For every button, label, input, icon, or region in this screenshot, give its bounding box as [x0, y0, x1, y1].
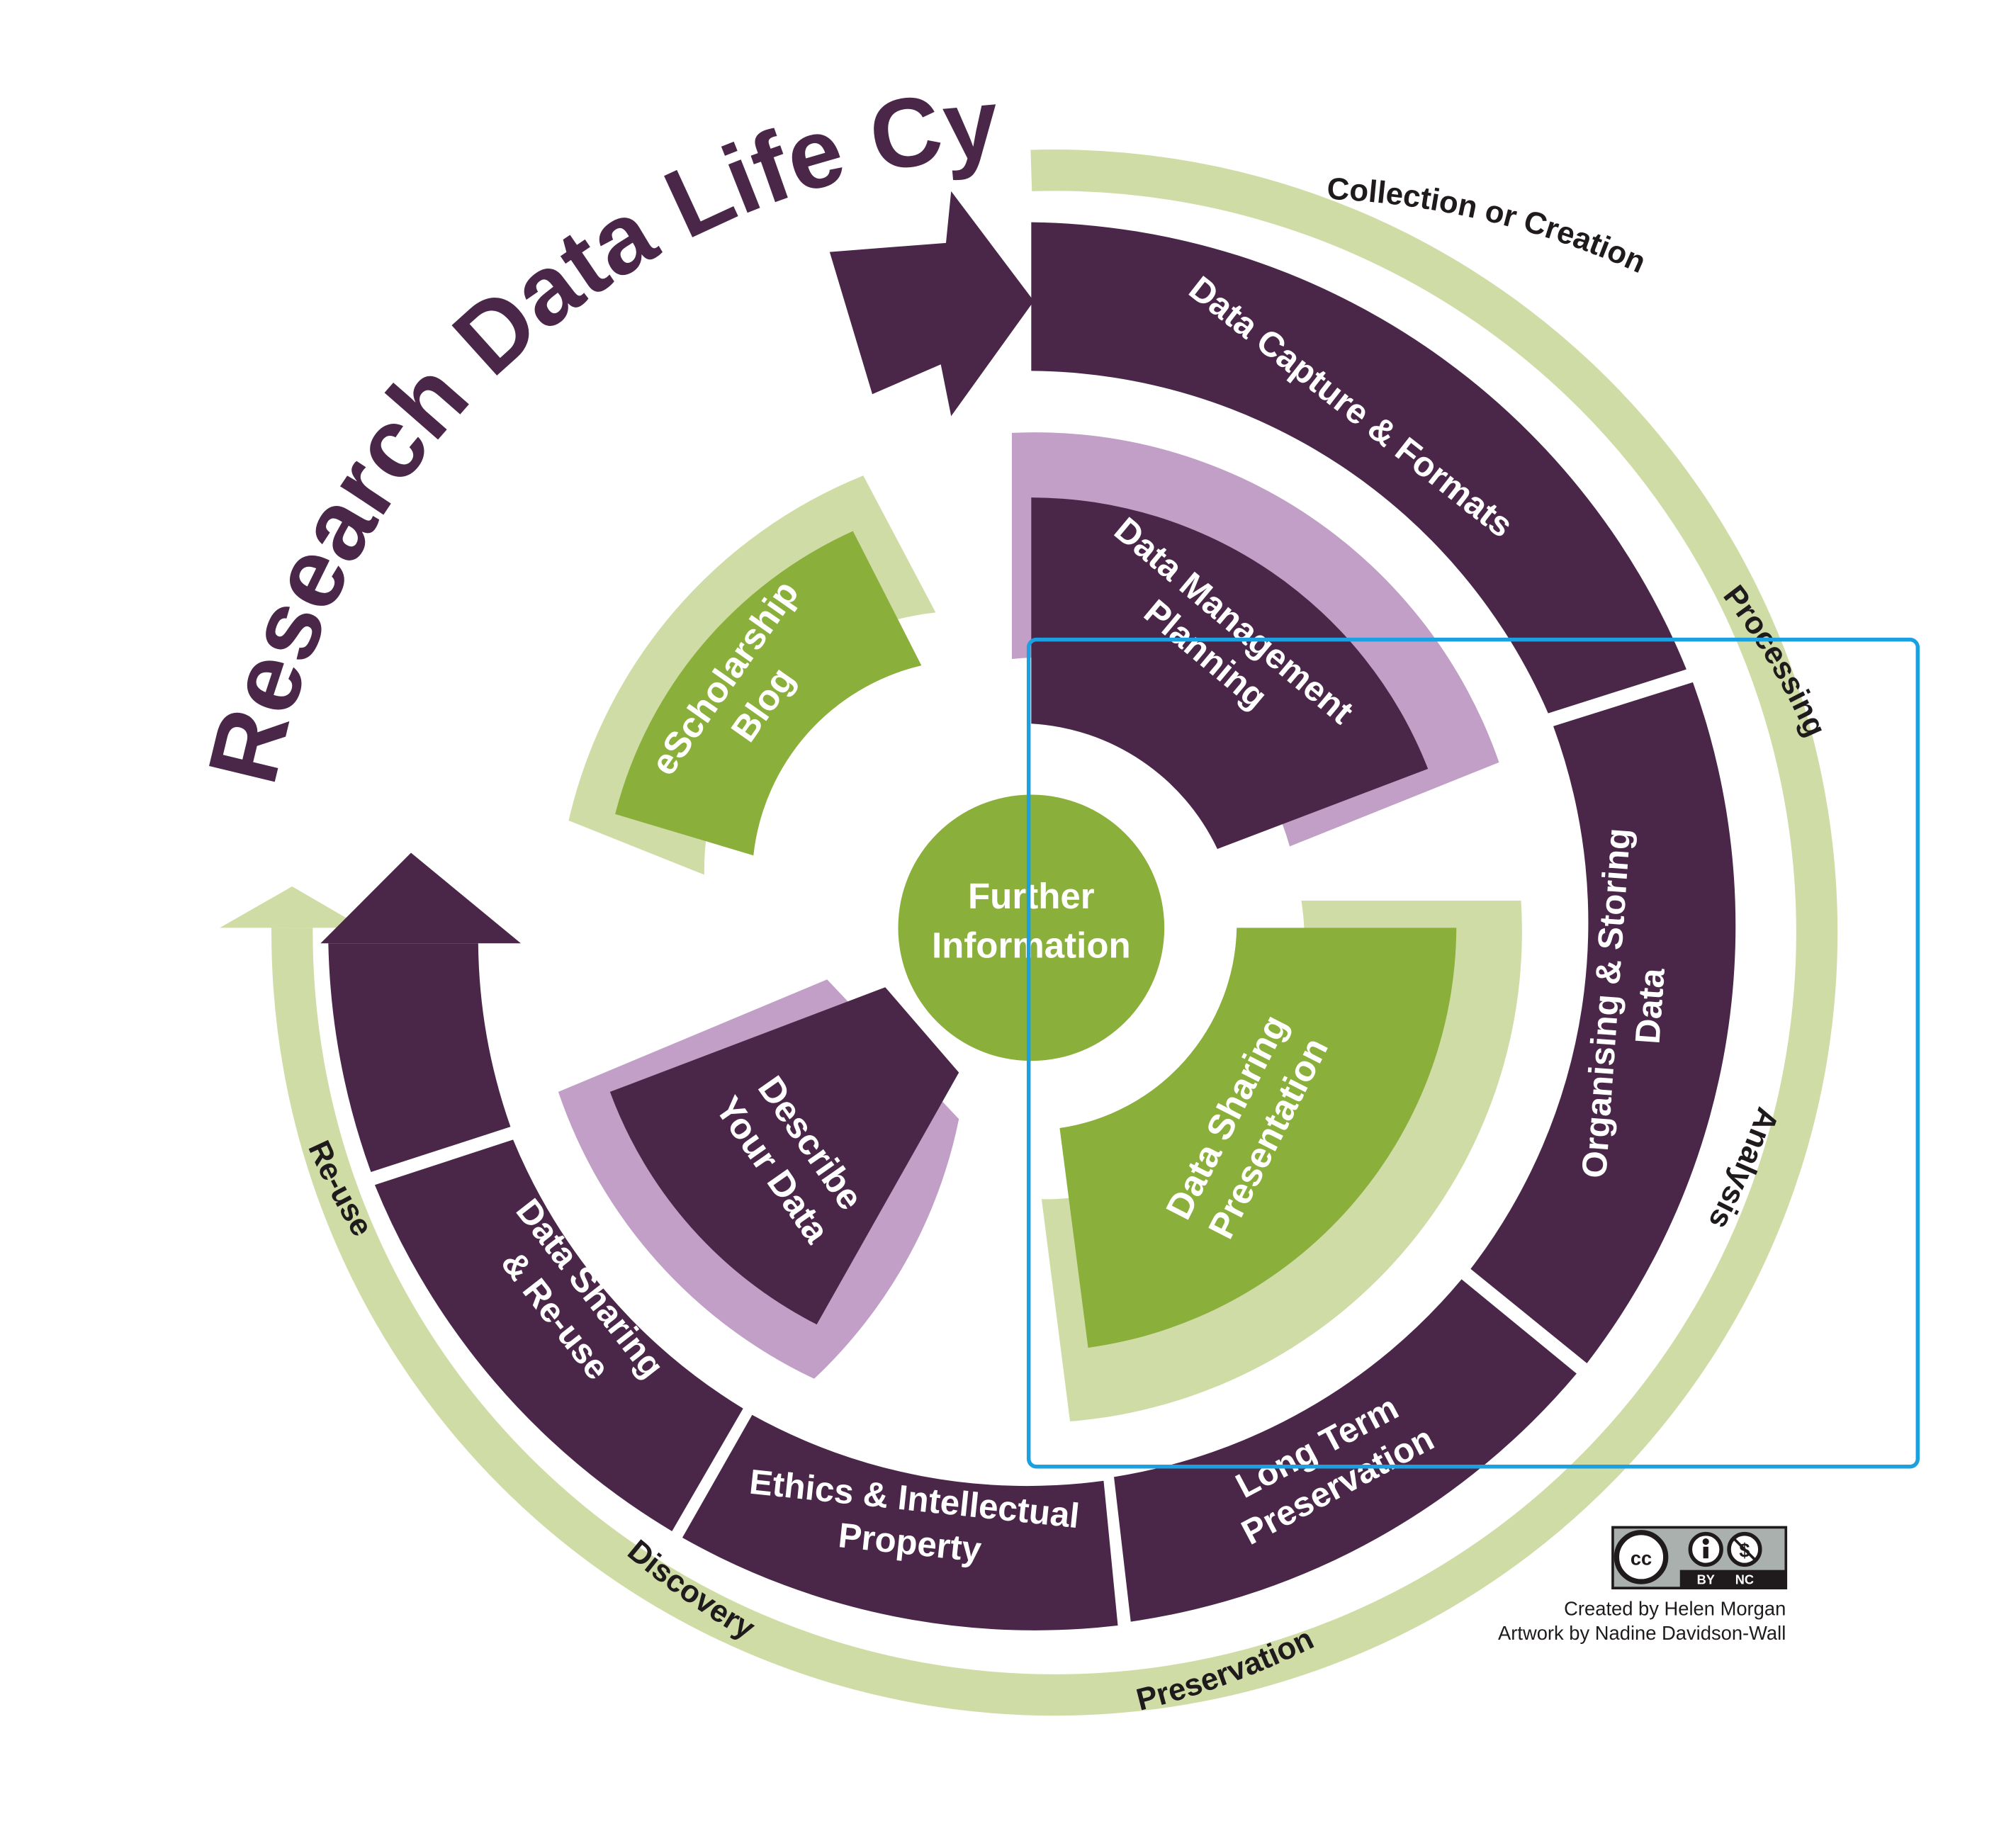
reuse-arrowhead — [320, 852, 522, 944]
start-arrow — [829, 191, 1034, 417]
credit-artwork: Artwork by Nadine Davidson-Wall — [1498, 1622, 1786, 1644]
cc-license-badge[interactable]: cc $ BY NC — [1611, 1526, 1788, 1589]
center-label-line2: Information — [932, 925, 1131, 965]
describe-segment — [609, 987, 959, 1325]
cc-icon-text: cc — [1631, 1547, 1652, 1569]
by-label: BY — [1697, 1572, 1715, 1587]
cc-icon — [1614, 1530, 1669, 1584]
dmp-segment — [1031, 497, 1429, 850]
stage-reuse-arrow-shaft — [328, 943, 511, 1172]
center-label-line1: Further — [968, 876, 1095, 916]
outer-cycle-arrowhead — [220, 886, 364, 928]
stage-ethics-segment — [682, 1414, 1118, 1630]
stage-ring — [328, 222, 1736, 1630]
stage-sharing-reuse-segment — [374, 1139, 743, 1531]
credit-created: Created by Helen Morgan — [1564, 1597, 1786, 1619]
stage-capture-segment — [1031, 222, 1686, 714]
stage-longterm-segment — [1114, 1279, 1577, 1622]
stage-organising-segment — [1470, 682, 1736, 1363]
sharing-presentation-segment — [1059, 928, 1457, 1348]
further-information-button[interactable] — [898, 794, 1165, 1061]
nc-label: NC — [1735, 1572, 1754, 1587]
highlight-box — [1026, 637, 1920, 1469]
blog-segment — [615, 531, 922, 856]
